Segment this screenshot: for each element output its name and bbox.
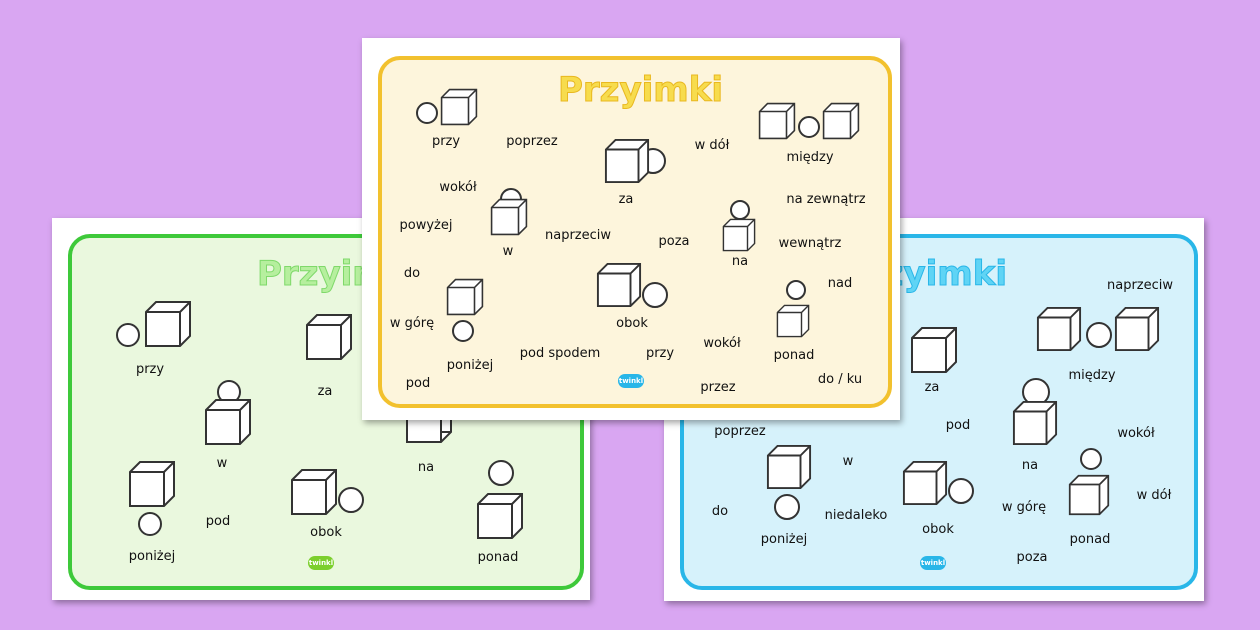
ball-icon [730, 200, 750, 220]
label-w-dol: w dół [1136, 488, 1172, 503]
label-wokol: wokół [439, 180, 477, 195]
cube-icon [902, 460, 948, 506]
label-za: za [618, 192, 634, 207]
label-ponad: ponad [1069, 532, 1111, 547]
label-na: na [731, 254, 749, 269]
worksheet-yellow: Przyimki przy poprzez w dół między za wo… [362, 38, 900, 420]
label-w: w [842, 454, 854, 469]
label-ponizej: poniżej [760, 532, 808, 547]
label-za: za [924, 380, 940, 395]
cube-icon [604, 138, 650, 184]
label-obok: obok [922, 522, 954, 537]
worksheet-title: Przyimki [558, 70, 724, 111]
label-wokol-2: wokół [703, 336, 741, 351]
label-poza: poza [658, 234, 690, 249]
label-ponizej: poniżej [128, 549, 176, 564]
cube-icon [129, 461, 175, 507]
twinkl-logo: twinkl [618, 374, 644, 388]
label-poza: poza [1016, 550, 1048, 565]
label-obok: obok [616, 316, 648, 331]
label-w-dol: w dół [694, 138, 730, 153]
label-przez: przez [700, 380, 736, 395]
label-na: na [1021, 458, 1039, 473]
cube-icon [440, 88, 478, 126]
ball-icon [1080, 448, 1102, 470]
label-na: na [417, 460, 435, 475]
cube-icon [766, 444, 812, 490]
ball-icon [786, 280, 806, 300]
ball-icon [1086, 322, 1112, 348]
label-w-gore: w górę [389, 316, 435, 331]
label-przy: przy [135, 362, 165, 377]
label-poprzez: poprzez [714, 424, 766, 439]
ball-icon [488, 460, 514, 486]
ball-icon [452, 320, 474, 342]
label-powyzej: powyżej [399, 218, 453, 233]
twinkl-logo: twinkl [920, 556, 946, 570]
cube-icon [145, 301, 191, 347]
cube-icon [722, 218, 756, 252]
label-pod: pod [945, 418, 971, 433]
label-pod-spodem: pod spodem [519, 346, 601, 361]
cube-icon [446, 278, 484, 316]
label-miedzy: między [786, 150, 834, 165]
label-za: za [317, 384, 333, 399]
ball-icon [138, 512, 162, 536]
ball-icon [338, 487, 364, 513]
label-nad: nad [827, 276, 853, 291]
label-naprzeciw: naprzeciw [1106, 278, 1174, 293]
label-do: do [711, 504, 729, 519]
label-miedzy: między [1068, 368, 1116, 383]
cube-icon [1036, 306, 1082, 352]
label-w: w [216, 456, 228, 471]
cube-icon [911, 327, 957, 373]
ball-icon [798, 116, 820, 138]
ball-icon [948, 478, 974, 504]
label-pod: pod [405, 376, 431, 391]
label-naprzeciw: naprzeciw [544, 228, 612, 243]
ball-icon [416, 102, 438, 124]
cube-icon [1114, 306, 1160, 352]
label-ponizej: poniżej [446, 358, 494, 373]
cube-icon [822, 102, 860, 140]
label-przy-2: przy [645, 346, 675, 361]
label-obok: obok [310, 525, 342, 540]
cube-icon [1068, 474, 1110, 516]
label-przy: przy [431, 134, 461, 149]
cube-icon [490, 198, 528, 236]
twinkl-logo: twinkl [308, 556, 334, 570]
cube-icon [306, 314, 352, 360]
label-ponad: ponad [773, 348, 815, 363]
label-na-zewnatrz: na zewnątrz [786, 192, 866, 207]
label-do-ku: do / ku [817, 372, 863, 387]
label-poprzez: poprzez [506, 134, 558, 149]
label-do: do [403, 266, 421, 281]
cube-icon [205, 399, 251, 445]
label-wewnatrz: wewnątrz [778, 236, 842, 251]
cube-icon [758, 102, 796, 140]
label-niedaleko: niedaleko [824, 508, 888, 523]
ball-icon [774, 494, 800, 520]
label-w-gore: w górę [1001, 500, 1047, 515]
label-wokol: wokół [1117, 426, 1155, 441]
cube-icon [596, 262, 642, 308]
cube-icon [1012, 400, 1058, 446]
cube-icon [776, 304, 810, 338]
label-ponad: ponad [477, 550, 519, 565]
worksheet-frame: Przyimki przy poprzez w dół między za wo… [378, 56, 892, 408]
label-pod: pod [205, 514, 231, 529]
cube-icon [477, 493, 523, 539]
label-w: w [502, 244, 514, 259]
ball-icon [116, 323, 140, 347]
ball-icon [642, 282, 668, 308]
cube-icon [291, 469, 337, 515]
